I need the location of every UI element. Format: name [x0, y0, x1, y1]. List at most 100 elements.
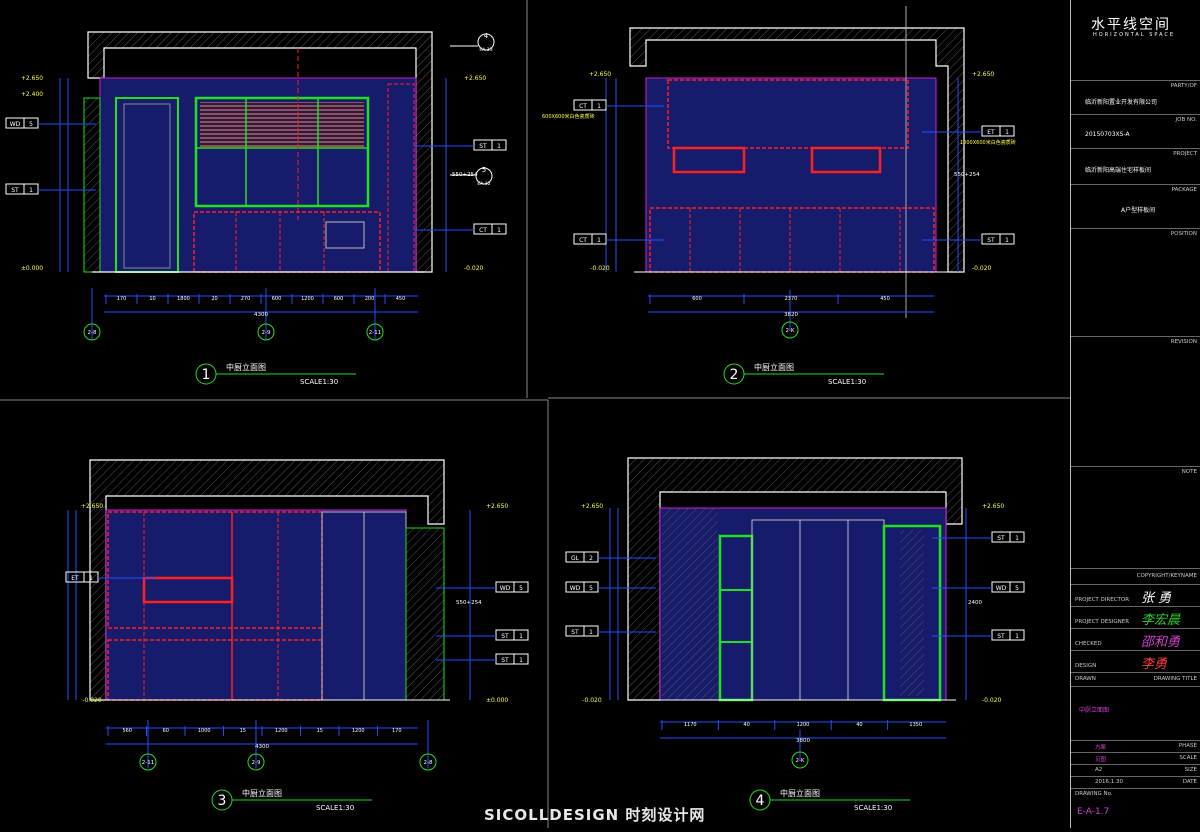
height-dimension: 550+254: [452, 172, 478, 178]
drawing-number: 1: [202, 367, 211, 383]
material-tag-code: ST: [997, 535, 1005, 542]
dimension-label: 1800: [177, 296, 190, 302]
watermark: SICOLLDESIGN 时刻设计网: [484, 806, 706, 824]
drawing-no-row: DRAWING No. E-A-1.7: [1071, 788, 1200, 828]
material-tag-number: 1: [1005, 237, 1009, 244]
axis-bubble: [83, 323, 101, 341]
material-tag-number: 5: [29, 121, 33, 128]
material-tag-code: CT: [579, 103, 587, 110]
drawing-number: 3: [218, 793, 227, 809]
total-dimension: 4300: [255, 744, 269, 750]
material-tag-num: [23, 183, 39, 195]
dimension-label: 270: [241, 296, 251, 302]
axis-label: 2-K: [795, 758, 804, 764]
checked-row: CHECKED 邵和勇: [1071, 628, 1200, 650]
design-row: DESIGN 李勇: [1071, 650, 1200, 672]
material-tag-num: [591, 233, 607, 245]
material-tag-number: 5: [1015, 585, 1019, 592]
axis-bubble: [419, 753, 437, 771]
level-marker-left: -0.020: [582, 697, 602, 704]
material-tag-code: ST: [501, 657, 509, 664]
total-dimension: 3820: [784, 312, 798, 318]
total-dimension: 4300: [254, 312, 268, 318]
level-marker-right: +2.650: [486, 503, 508, 510]
level-marker-right: +2.650: [972, 71, 994, 78]
dimension-label: 2370: [785, 296, 798, 302]
material-tag-num: [1009, 531, 1025, 543]
axis-label: 2-11: [369, 330, 381, 336]
revision-row: REVISION: [1071, 336, 1200, 466]
elevation-3: [67, 459, 471, 768]
dimension-label: 200: [365, 296, 375, 302]
level-marker-right: -0.020: [982, 697, 1002, 704]
material-tag-num: [513, 581, 529, 593]
drawing-title: 中厨立面图: [780, 788, 820, 798]
material-tag-num: [1009, 629, 1025, 641]
material-tag-number: 1: [1015, 633, 1019, 640]
dimension-label: 1000: [198, 728, 211, 734]
dimension-label: 15: [317, 728, 323, 734]
axis-bubble: [791, 751, 809, 769]
dimension-label: 40: [856, 722, 862, 728]
level-marker-right: ±0.000: [486, 697, 508, 704]
drawing-scale: SCALE1:30: [300, 378, 338, 386]
drawing-title: 中厨立面图: [226, 362, 266, 372]
material-tag-number: 2: [589, 555, 593, 562]
dimension-label: 1200: [275, 728, 288, 734]
material-tag-code: WD: [570, 585, 581, 592]
axis-bubble: [257, 323, 275, 341]
material-tag-num: [491, 223, 507, 235]
material-tag-num: [23, 117, 39, 129]
level-marker-right: -0.020: [464, 265, 484, 272]
material-tag-number: 1: [29, 187, 33, 194]
material-tag-num: [591, 99, 607, 111]
material-tag-code: ST: [479, 143, 487, 150]
dimension-label: 600: [334, 296, 344, 302]
material-tag-num: [491, 139, 507, 151]
level-marker-left: -0.020: [82, 697, 102, 704]
material-tag-number: 1: [597, 103, 601, 110]
drawing-title: 中厨立面图: [242, 788, 282, 798]
material-tag-code: WD: [10, 121, 21, 128]
level-marker-left: +2.650: [81, 503, 103, 510]
material-tag-num: [513, 653, 529, 665]
material-tag-code: ET: [987, 129, 995, 136]
height-dimension: 550+254: [954, 172, 980, 178]
title-block: 水平线空间 HORIZONTAL SPACE PARTY/OF 临沂新阳置业开发…: [1070, 0, 1200, 828]
material-tag-num: [83, 571, 99, 583]
material-tag-code: ST: [11, 187, 19, 194]
position-row: POSITION: [1071, 228, 1200, 336]
dimension-label: 450: [396, 296, 406, 302]
drawing-number: 4: [756, 793, 765, 809]
dimension-label: 1200: [301, 296, 314, 302]
drawing-scale: SCALE1:30: [828, 378, 866, 386]
axis-label: 2-9: [262, 330, 271, 336]
material-tag-code: ST: [997, 633, 1005, 640]
phase-row: 方案 PHASE: [1071, 740, 1200, 752]
material-tag-number: 1: [1005, 129, 1009, 136]
axis-bubble: [366, 323, 384, 341]
director-row: PROJECT DIRECTOR 张 勇: [1071, 584, 1200, 606]
axis-label: 2-8: [424, 760, 433, 766]
material-tag-number: 5: [519, 585, 523, 592]
level-marker-left: +2.650: [21, 75, 43, 82]
dimension-label: 560: [122, 728, 132, 734]
dimension-label: 40: [743, 722, 749, 728]
material-tag-num: [1009, 581, 1025, 593]
note-row: NOTE: [1071, 466, 1200, 568]
dimension-label: 60: [163, 728, 169, 734]
company-logo: 水平线空间: [1091, 17, 1171, 33]
material-tag-code: ST: [987, 237, 995, 244]
height-dimension: 2400: [968, 600, 982, 606]
dimension-label: 450: [880, 296, 890, 302]
scale-row: 见图 SCALE: [1071, 752, 1200, 764]
dimension-label: 1350: [909, 722, 922, 728]
dimension-label: 1200: [797, 722, 810, 728]
axis-bubble: [781, 321, 799, 339]
project-row: PROJECT 临沂新阳高端住宅样板间: [1071, 148, 1200, 184]
drawing-number: 2: [730, 367, 739, 383]
section-marker: [475, 167, 493, 185]
level-marker-left: +2.650: [581, 503, 603, 510]
section-number: 5: [482, 166, 486, 174]
